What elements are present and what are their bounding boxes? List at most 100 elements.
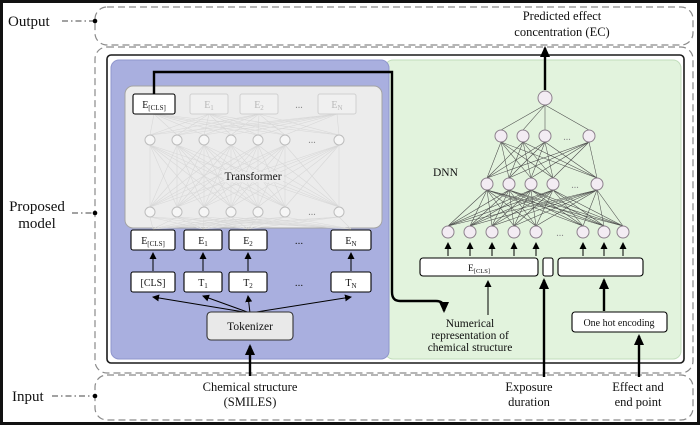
transformer-node [279,134,291,146]
transformer-top-fan-line [176,113,338,136]
transformer-attention-line [149,144,232,208]
proposed-model-label-line1: Proposed [9,199,65,215]
transformer-top-fan-line [153,113,178,136]
transformer-attention-line [203,144,340,208]
numerical-note-line2: representation of [431,330,509,342]
token-box-cls [130,271,176,293]
dnn-node [546,177,560,191]
tokenizer-label: Tokenizer [227,321,273,333]
embedding-box-2 [228,229,268,251]
transformer-attention-line [284,144,340,208]
transformer-top-fan-line [203,113,260,136]
dnn-layer2-ellipsis: ... [571,180,579,191]
transformer-top-fan-line [230,113,338,136]
transformer-node [333,134,345,146]
dnn-node [507,225,521,239]
transformer-title: Transformer [224,171,281,183]
dnn-connection [447,189,488,227]
effect-input-label-line2: end point [615,395,662,409]
transformer-node [333,206,345,218]
transformer-bottom-fan-line [176,216,352,230]
transformer-top-fan-line [153,113,286,136]
dnn-connection [530,141,590,179]
transformer-bottom-fan-line [203,216,352,230]
transformer-attention-line [149,144,205,208]
transformer-top-fan-line [149,113,155,136]
transformer-bottom-fan-line [152,216,259,230]
dnn-connection [486,141,502,179]
dnn-node [485,225,499,239]
transformer-top-fan-line [208,113,340,136]
dnn-node [494,129,508,143]
chemical-input-label-line1: Chemical structure [203,380,298,394]
dnn-node [441,225,455,239]
dnn-connection [582,189,598,227]
embedding-box-1 [183,229,223,251]
predicted-ec-line1: Predicted effect [523,9,602,23]
dnn-node [576,225,590,239]
dnn-layer1-ellipsis: ... [556,228,564,239]
dnn-connection [486,141,546,179]
dnn-connection [596,189,605,227]
embedding-ellipsis: ... [295,235,304,247]
transformer-node [171,134,183,146]
dnn-connection [596,189,624,227]
dnn-cls-input-label: E[CLS] [468,264,490,275]
dnn-connection [588,141,598,179]
dnn-connection [469,189,554,227]
output-region-box [94,6,694,46]
dnn-connection [535,189,598,227]
transformer-node [198,134,210,146]
dnn-connection [508,141,546,179]
transformer-top-row-ellipsis: ... [308,135,316,146]
dnn-output-node [537,90,553,106]
transformer-attention-line [149,144,340,208]
hidden-state-ellipsis: ... [295,100,303,111]
dnn-duration-input-box [542,257,554,277]
dnn-connection [447,189,532,227]
dnn-connection [544,104,590,131]
transformer-bottom-fan-line [202,216,340,230]
transformer-attention-line [149,144,259,208]
transformer-attention-line [176,144,340,208]
output-region-label: Output [8,14,51,30]
transformer-bottom-fan-line [149,216,204,230]
numerical-note-line1: Numerical [446,318,495,330]
dnn-node [524,177,538,191]
transformer-bottom-fan-line [284,216,352,230]
input-connector-dot [92,393,98,399]
cls-output-label: E[CLS] [142,100,166,112]
hidden-state-label-1: E1 [204,100,214,112]
transformer-top-fan-line [149,113,338,136]
dnn-node [480,177,494,191]
dnn-node [582,129,596,143]
tokenizer-box [206,311,294,341]
transformer-bottom-fan-line [338,216,352,230]
token-box-n [330,271,372,293]
dnn-connection [447,189,554,227]
dnn-connection [508,141,590,179]
dnn-onehot-input-box [557,257,644,277]
hidden-state-box-1 [189,93,229,115]
dnn-input-arrows [444,242,627,256]
dnn-connection [447,189,510,227]
tokenizer-fan-arrow [152,294,251,314]
transformer-bottom-row-ellipsis: ... [308,207,316,218]
transformer-attention-line [257,144,340,208]
transformer-attention-line [176,144,286,208]
embedding-label-2: E2 [243,236,253,248]
one-hot-encoding-box [571,311,668,333]
transformer-attention-line [149,144,178,208]
transformer-node [225,206,237,218]
transformer-bottom-fan-line [257,216,352,230]
hidden-state-label-2: E2 [254,100,264,112]
transformer-bottom-fan-line [149,216,154,230]
transformer-bottom-fan-line [203,216,249,230]
dnn-network-nodes [441,90,630,239]
token-box-2 [228,271,268,293]
exposure-input-label-line2: duration [508,395,550,409]
token-ellipsis: ... [295,277,304,289]
hidden-state-box-2 [239,93,279,115]
cls-routing-path [152,70,449,313]
